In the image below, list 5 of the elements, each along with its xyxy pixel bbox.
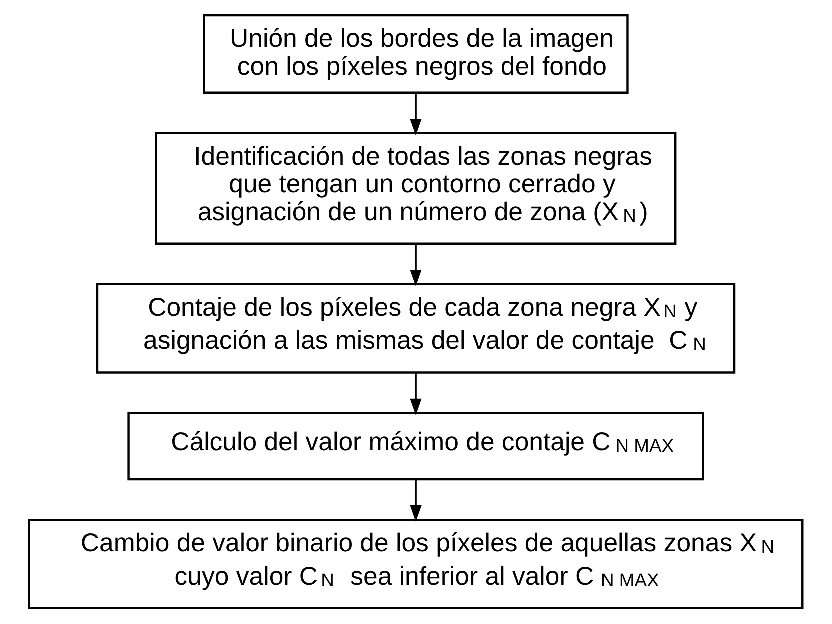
arrow bbox=[410, 244, 422, 287]
arrow bbox=[410, 372, 422, 416]
node-box: Unión de los bordes de la imagen con los píxeles negros del fondo bbox=[203, 14, 629, 94]
arrow bbox=[410, 93, 422, 136]
arrow bbox=[410, 480, 422, 522]
